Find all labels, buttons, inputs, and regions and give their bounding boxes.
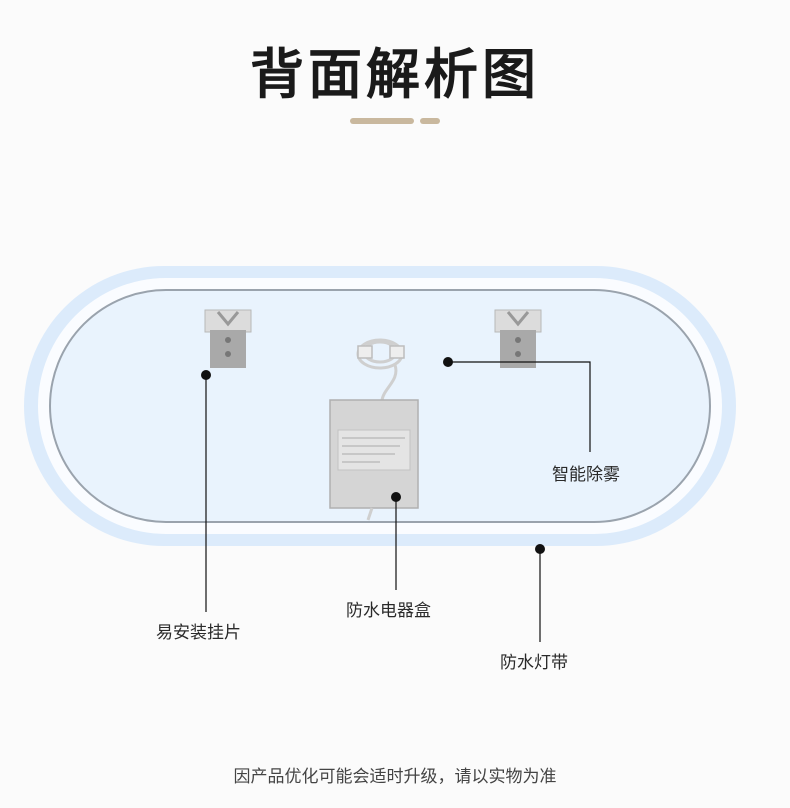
leader-defog (443, 357, 591, 452)
label-easy-install-hanger: 易安装挂片 (156, 623, 241, 643)
title-accent-long (350, 118, 414, 124)
waterproof-electric-box (329, 399, 419, 521)
leader-hanger (201, 370, 211, 612)
leader-electric-box (391, 492, 401, 590)
page-title: 背面解析图 (250, 42, 540, 106)
title-accent-short (420, 118, 440, 124)
label-smart-defog: 智能除雾 (552, 465, 620, 485)
label-waterproof-light-strip: 防水灯带 (500, 653, 568, 673)
label-waterproof-electric-box: 防水电器盒 (346, 601, 431, 621)
footer-note: 因产品优化可能会适时升级，请以实物为准 (233, 767, 557, 787)
leader-light-strip (535, 544, 545, 642)
hanger-bracket-right (494, 309, 542, 368)
cable-coil (356, 338, 405, 401)
hanger-bracket-left (204, 309, 252, 368)
